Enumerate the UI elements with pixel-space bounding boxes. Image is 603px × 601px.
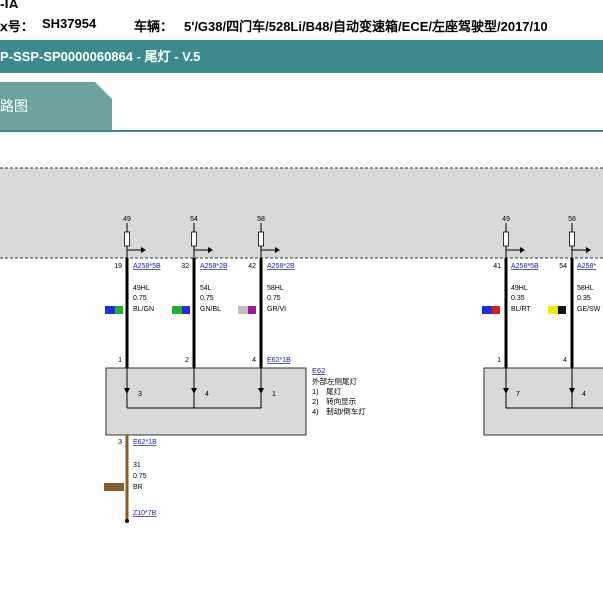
svg-text:GN/BL: GN/BL [200, 306, 221, 313]
id-label: ⅹ号： [0, 19, 34, 34]
top-pin-label: 58 [568, 216, 576, 223]
connector-link[interactable]: A258*5B [133, 263, 161, 270]
svg-text:外部左侧尾灯: 外部左侧尾灯 [312, 376, 357, 386]
svg-text:42: 42 [248, 263, 256, 270]
svg-text:4: 4 [563, 357, 567, 364]
ground-wire: 3 E62*1B 31 0.75 BR Z10*7B [104, 435, 157, 523]
wire-color-swatch [182, 306, 190, 314]
wire-2: 32 A258*2B 54L 0.75 GN/BL [172, 258, 228, 368]
wire-5: 54 A258* 58HL 0.35 GE/SW [548, 258, 601, 368]
top-pin-label: 49 [123, 216, 131, 223]
svg-text:1: 1 [497, 357, 501, 364]
wiring-diagram: 49 54 58 49 58 [0, 167, 603, 523]
vehicle-value: 5'/G38/四门车/528Li/B48/自动变速箱/ECE/左座驾驶型/201… [184, 19, 548, 34]
top-pin-3: 58 [257, 216, 280, 258]
top-pin-4: 49 [502, 216, 525, 258]
top-pin-label: 49 [502, 216, 510, 223]
wire-color-swatch [105, 306, 115, 314]
tab-wiring-diagram-label: 路图 [0, 98, 28, 114]
svg-text:BL/RT: BL/RT [511, 306, 531, 313]
ground-point-link[interactable]: Z10*7B [133, 510, 157, 517]
control-module-box [0, 168, 603, 258]
svg-text:0.75: 0.75 [133, 295, 147, 302]
ground-point-icon [125, 519, 129, 523]
wire-color-swatch [115, 306, 123, 314]
vehicle-label: 车辆： [134, 19, 174, 34]
component-link[interactable]: E62 [312, 366, 325, 375]
wire-3: 42 A258*2B 58HL 0.75 GR/VI [238, 258, 295, 368]
header-cut-text: -IA [0, 0, 19, 8]
wire-1: 19 A258*5B 49HL 0.75 BL/GN [105, 258, 161, 368]
diode-icon [503, 388, 509, 394]
svg-text:58HL: 58HL [267, 285, 284, 292]
svg-text:BL/GN: BL/GN [133, 306, 154, 313]
svg-text:49HL: 49HL [511, 285, 528, 292]
svg-text:4: 4 [582, 391, 586, 398]
id-value: SH37954 [42, 16, 97, 31]
wire-color-swatch [238, 306, 248, 314]
wire-color-swatch [548, 306, 558, 314]
svg-text:54: 54 [559, 263, 567, 270]
connector-link[interactable]: A258*2B [200, 263, 228, 270]
right-taillight-component: 1 4 7 4 [483, 357, 603, 436]
svg-text:0.35: 0.35 [577, 295, 591, 302]
svg-text:58HL: 58HL [577, 285, 594, 292]
svg-text:3: 3 [138, 391, 142, 398]
svg-text:31: 31 [133, 462, 141, 469]
svg-text:1: 1 [272, 391, 276, 398]
diode-icon [569, 388, 575, 394]
svg-text:32: 32 [181, 263, 189, 270]
svg-text:54L: 54L [200, 285, 212, 292]
vehicle-info-header: -IA ⅹ号： SH37954 车辆： 5'/G38/四门车/528Li/B48… [0, 0, 603, 42]
connector-link[interactable]: E62*1B [133, 439, 157, 446]
wire-color-swatch [492, 306, 500, 314]
svg-text:0.35: 0.35 [511, 295, 525, 302]
top-pin-1: 49 [123, 216, 146, 258]
wire-color-swatch [104, 483, 124, 491]
svg-text:1: 1 [118, 357, 122, 364]
svg-text:BR: BR [133, 484, 143, 491]
svg-text:41: 41 [493, 263, 501, 270]
svg-text:1) 尾灯: 1) 尾灯 [312, 386, 342, 396]
top-pin-2: 54 [190, 216, 213, 258]
document-title-bar: P-SSP-SP0000060864 - 尾灯 - V.5 [0, 40, 603, 73]
diode-icon [258, 388, 264, 394]
svg-text:49HL: 49HL [133, 285, 150, 292]
diode-icon [191, 388, 197, 394]
svg-text:2: 2 [185, 357, 189, 364]
svg-text:GR/VI: GR/VI [267, 306, 286, 313]
connector-link[interactable]: A258*2B [267, 263, 295, 270]
svg-text:2) 转向显示: 2) 转向显示 [312, 396, 357, 406]
wire-color-swatch [482, 306, 492, 314]
svg-text:4) 制动/倒车灯: 4) 制动/倒车灯 [312, 406, 366, 416]
wire-color-swatch [172, 306, 182, 314]
tab-shape [0, 82, 112, 130]
left-taillight-component: 1 2 4 E62*1B 3 4 1 E62 外部左侧尾灯 1) 尾灯 2) 转… [105, 357, 366, 436]
wire-color-swatch [248, 306, 256, 314]
top-pin-label: 58 [257, 216, 265, 223]
svg-text:7: 7 [516, 391, 520, 398]
top-pin-5: 58 [568, 216, 591, 258]
svg-text:0.75: 0.75 [200, 295, 214, 302]
module-top-pins: 49 54 58 49 58 [123, 216, 591, 258]
wire-color-swatch [558, 306, 566, 314]
document-title: P-SSP-SP0000060864 - 尾灯 - V.5 [0, 49, 201, 64]
tab-wiring-diagram[interactable] [0, 82, 112, 130]
svg-text:3: 3 [118, 439, 122, 446]
connector-link[interactable]: A258*5B [511, 263, 539, 270]
svg-text:0.75: 0.75 [267, 295, 281, 302]
svg-text:4: 4 [205, 391, 209, 398]
connector-link[interactable]: A258* [577, 263, 596, 270]
connector-link[interactable]: E62*1B [267, 357, 291, 364]
tab-underline [0, 130, 603, 132]
wire-4: 41 A258*5B 49HL 0.35 BL/RT [482, 258, 539, 368]
diode-icon [124, 388, 130, 394]
svg-text:GE/SW: GE/SW [577, 306, 601, 313]
svg-text:19: 19 [114, 263, 122, 270]
svg-text:4: 4 [252, 357, 256, 364]
top-pin-label: 54 [190, 216, 198, 223]
svg-text:0.75: 0.75 [133, 473, 147, 480]
